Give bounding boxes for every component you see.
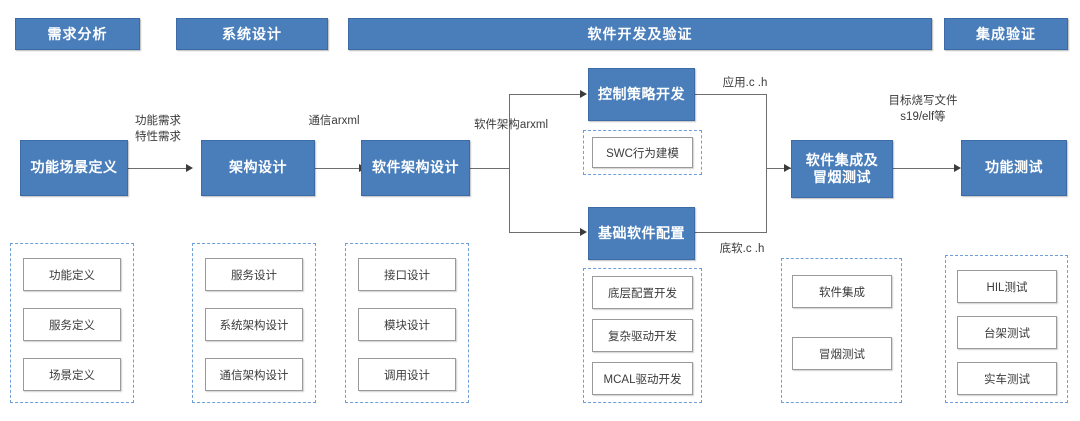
process-function-test-label: 功能测试 xyxy=(985,159,1043,176)
process-function-test[interactable]: 功能测试 xyxy=(961,140,1067,196)
edge-label-app-ch: 应用.c .h xyxy=(710,76,780,92)
process-control-strategy-development[interactable]: 控制策略开发 xyxy=(588,68,695,121)
process-software-integration-smoke-test-line1: 软件集成及 xyxy=(805,151,879,168)
sub-box-bench-test-label: 台架测试 xyxy=(984,327,1030,340)
edge-label-requirements-line2: 特性需求 xyxy=(135,130,181,143)
process-software-architecture-design-label: 软件架构设计 xyxy=(372,159,459,176)
connector-scenario-to-arch xyxy=(128,168,187,169)
edge-label-swarch-arxml: 软件架构arxml xyxy=(456,118,566,134)
edge-label-app-ch-line1: 应用.c .h xyxy=(722,77,768,89)
phase-header-requirement-label: 需求分析 xyxy=(47,26,108,42)
edge-label-requirements-line1: 功能需求 xyxy=(135,115,181,127)
sub-box-scenario-definition[interactable]: 场景定义 xyxy=(23,358,121,391)
arrowhead-merge-to-integration xyxy=(784,163,791,172)
process-basic-software-configuration[interactable]: 基础软件配置 xyxy=(588,207,695,260)
sub-box-scenario-definition-label: 场景定义 xyxy=(49,369,95,382)
connector-fork-to-control-strategy xyxy=(509,94,581,95)
sub-box-function-definition[interactable]: 功能定义 xyxy=(23,258,121,291)
group-integration-items xyxy=(781,258,902,403)
arrowhead-integration-to-function-test xyxy=(954,163,961,172)
sub-box-service-definition-label: 服务定义 xyxy=(49,319,95,332)
process-func-scenario-definition[interactable]: 功能场景定义 xyxy=(20,140,128,196)
sub-box-hil-test[interactable]: HIL测试 xyxy=(957,270,1057,303)
connector-basic-software-to-merge xyxy=(695,232,767,233)
sub-box-complex-driver-development[interactable]: 复杂驱动开发 xyxy=(592,319,693,352)
process-software-integration-smoke-test[interactable]: 软件集成及 冒烟测试 xyxy=(791,140,893,198)
group-system-design-items xyxy=(192,243,316,403)
sub-box-invocation-design[interactable]: 调用设计 xyxy=(358,358,456,391)
phase-header-system-design[interactable]: 系统设计 xyxy=(176,18,328,50)
sub-box-mcal-driver-development[interactable]: MCAL驱动开发 xyxy=(592,362,693,395)
sub-box-smoke-test-label: 冒烟测试 xyxy=(819,348,865,361)
process-software-integration-smoke-test-line2: 冒烟测试 xyxy=(813,169,871,185)
arrowhead-fork-to-basic-software xyxy=(580,227,587,236)
sub-box-service-definition[interactable]: 服务定义 xyxy=(23,308,121,341)
connector-swarch-to-fork xyxy=(470,168,510,169)
edge-label-flash-file: 目标烧写文件 s19/elf等 xyxy=(858,94,988,125)
process-architecture-design-label: 架构设计 xyxy=(229,159,287,176)
group-basic-software-items xyxy=(583,268,702,403)
group-requirement-definitions xyxy=(10,243,134,403)
sub-box-service-design-label: 服务设计 xyxy=(231,269,277,282)
sub-box-system-architecture-design[interactable]: 系统架构设计 xyxy=(205,308,303,341)
sub-box-bench-test[interactable]: 台架测试 xyxy=(957,316,1057,349)
process-func-scenario-definition-label: 功能场景定义 xyxy=(30,159,118,176)
edge-label-comm-arxml-line1: 通信arxml xyxy=(308,115,360,127)
edge-label-requirements: 功能需求 特性需求 xyxy=(128,114,188,145)
connector-arch-to-swarch xyxy=(315,168,360,169)
phase-header-integration-label: 集成验证 xyxy=(976,26,1036,42)
sub-box-communication-architecture-design-label: 通信架构设计 xyxy=(219,369,289,382)
connector-control-strategy-to-merge xyxy=(695,94,767,95)
sub-box-module-design-label: 模块设计 xyxy=(384,319,430,332)
sub-box-system-architecture-design-label: 系统架构设计 xyxy=(219,319,289,332)
connector-integration-to-function-test xyxy=(893,168,955,169)
sub-box-smoke-test[interactable]: 冒烟测试 xyxy=(792,337,892,370)
sub-box-communication-architecture-design[interactable]: 通信架构设计 xyxy=(205,358,303,391)
sub-box-vehicle-test-label: 实车测试 xyxy=(984,373,1030,386)
sub-box-service-design[interactable]: 服务设计 xyxy=(205,258,303,291)
sub-box-vehicle-test[interactable]: 实车测试 xyxy=(957,362,1057,395)
sub-box-swc-behavior-modeling[interactable]: SWC行为建模 xyxy=(592,137,693,168)
edge-label-flash-file-line2: s19/elf等 xyxy=(900,110,946,123)
sub-box-complex-driver-development-label: 复杂驱动开发 xyxy=(608,330,677,343)
arrowhead-scenario-to-arch xyxy=(186,163,193,172)
sub-box-interface-design-label: 接口设计 xyxy=(384,269,430,282)
sub-box-mcal-driver-development-label: MCAL驱动开发 xyxy=(603,373,682,386)
group-software-architecture-items xyxy=(345,243,469,403)
group-swc-modeling xyxy=(583,130,702,175)
process-architecture-design[interactable]: 架构设计 xyxy=(201,140,315,196)
phase-header-requirement[interactable]: 需求分析 xyxy=(15,18,140,50)
group-verification-items xyxy=(945,255,1068,403)
process-software-architecture-design[interactable]: 软件架构设计 xyxy=(361,140,470,196)
phase-header-software-dev-label: 软件开发及验证 xyxy=(587,26,693,42)
edge-label-bsw-ch-line1: 底软.c .h xyxy=(719,243,765,255)
phase-header-software-dev[interactable]: 软件开发及验证 xyxy=(348,18,932,50)
sub-box-invocation-design-label: 调用设计 xyxy=(384,369,430,382)
sub-box-function-definition-label: 功能定义 xyxy=(49,269,95,282)
sub-box-software-integration[interactable]: 软件集成 xyxy=(792,275,892,308)
sub-box-bottom-layer-config-development-label: 底层配置开发 xyxy=(608,287,677,300)
sub-box-software-integration-label: 软件集成 xyxy=(819,286,865,299)
sub-box-swc-behavior-modeling-label: SWC行为建模 xyxy=(606,147,679,160)
edge-label-swarch-arxml-line1: 软件架构arxml xyxy=(473,119,549,131)
sub-box-bottom-layer-config-development[interactable]: 底层配置开发 xyxy=(592,276,693,309)
edge-label-flash-file-line1: 目标烧写文件 xyxy=(888,95,958,107)
phase-header-system-design-label: 系统设计 xyxy=(222,26,282,42)
process-basic-software-configuration-label: 基础软件配置 xyxy=(598,224,685,241)
sub-box-module-design[interactable]: 模块设计 xyxy=(358,308,456,341)
connector-merge-to-integration xyxy=(766,168,792,169)
connector-fork-to-basic-software xyxy=(509,232,581,233)
connector-merge-vertical xyxy=(766,94,767,233)
sub-box-hil-test-label: HIL测试 xyxy=(986,281,1028,294)
phase-header-integration[interactable]: 集成验证 xyxy=(944,18,1068,50)
connector-fork-vertical xyxy=(509,94,510,233)
arrowhead-fork-to-control-strategy xyxy=(580,89,587,98)
sub-box-interface-design[interactable]: 接口设计 xyxy=(358,258,456,291)
edge-label-bsw-ch: 底软.c .h xyxy=(707,242,777,258)
edge-label-comm-arxml: 通信arxml xyxy=(294,114,374,130)
process-control-strategy-development-label: 控制策略开发 xyxy=(598,85,685,102)
